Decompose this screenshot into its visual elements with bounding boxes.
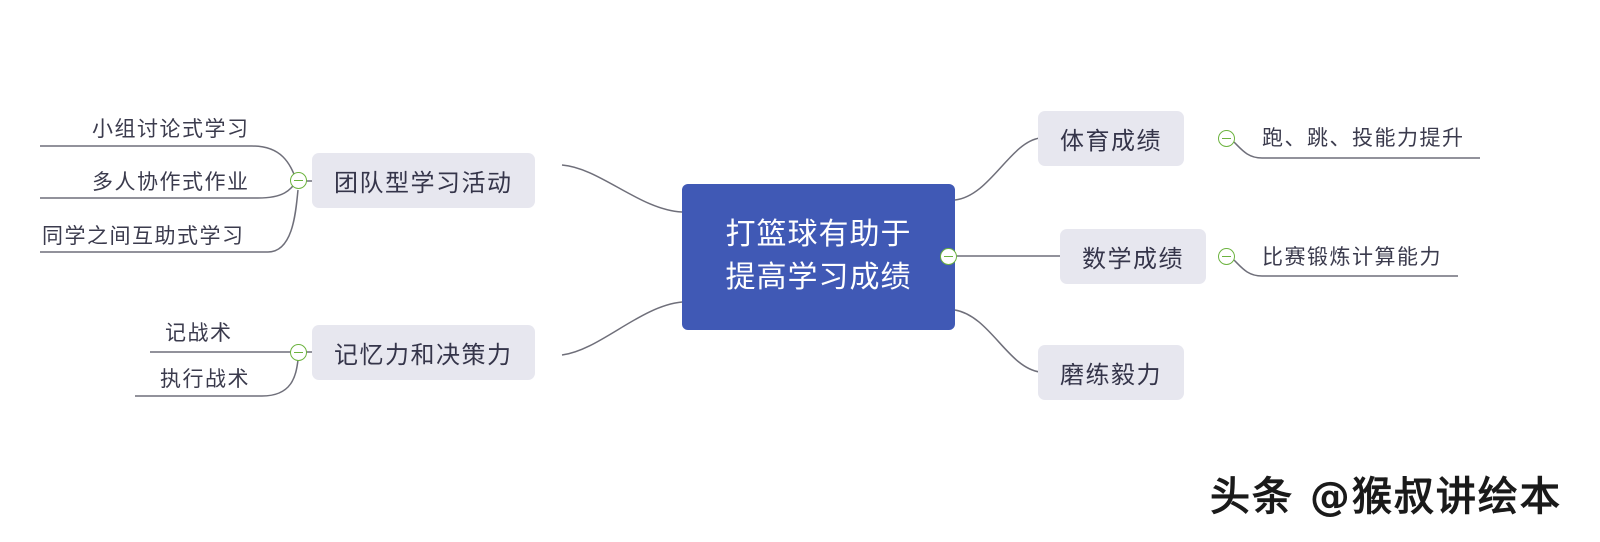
collapse-button-central-right[interactable] [940, 248, 957, 265]
central-node-line-2: 提高学习成绩 [725, 260, 912, 295]
branch-node-label: 数学成绩 [1082, 245, 1184, 273]
branch-node-team-learning[interactable]: 团队型学习活动 [312, 153, 535, 208]
collapse-button-math-score[interactable] [1218, 248, 1235, 265]
branch-node-math-score[interactable]: 数学成绩 [1060, 229, 1206, 284]
connector-central-to-perseverance [954, 309, 1041, 373]
leaf-peer-mutual-learning[interactable]: 同学之间互助式学习 [42, 224, 245, 248]
branch-node-label: 团队型学习活动 [334, 169, 513, 197]
collapse-button-sports-score[interactable] [1218, 130, 1235, 147]
collapse-button-memory-decision[interactable] [290, 344, 307, 361]
branch-node-sports-score[interactable]: 体育成绩 [1038, 111, 1184, 166]
collapse-button-team-learning[interactable] [290, 172, 307, 189]
branch-node-label: 体育成绩 [1060, 127, 1162, 155]
leaf-memorize-tactics[interactable]: 记战术 [165, 321, 233, 345]
connector-central-to-sports-score [954, 137, 1041, 201]
watermark: 头条 @猴叔讲绘本 [1210, 474, 1562, 520]
leaf-run-jump-throw[interactable]: 跑、跳、投能力提升 [1262, 126, 1465, 150]
leaf-group-discussion[interactable]: 小组讨论式学习 [92, 117, 250, 141]
leaf-competition-calculation[interactable]: 比赛锻炼计算能力 [1262, 245, 1442, 269]
leaf-execute-tactics[interactable]: 执行战术 [160, 367, 250, 391]
branch-node-label: 记忆力和决策力 [334, 341, 513, 369]
central-node-line-1: 打篮球有助于 [725, 217, 912, 253]
branch-node-perseverance[interactable]: 磨练毅力 [1038, 345, 1184, 400]
connector-central-to-memory-decision [561, 301, 683, 356]
branch-node-memory-decision[interactable]: 记忆力和决策力 [312, 325, 535, 380]
central-node[interactable]: 打篮球有助于 提高学习成绩 [682, 184, 955, 330]
leaf-collaborative-homework[interactable]: 多人协作式作业 [92, 170, 250, 194]
branch-node-label: 磨练毅力 [1060, 361, 1162, 389]
connector-central-to-team-learning [561, 164, 683, 213]
